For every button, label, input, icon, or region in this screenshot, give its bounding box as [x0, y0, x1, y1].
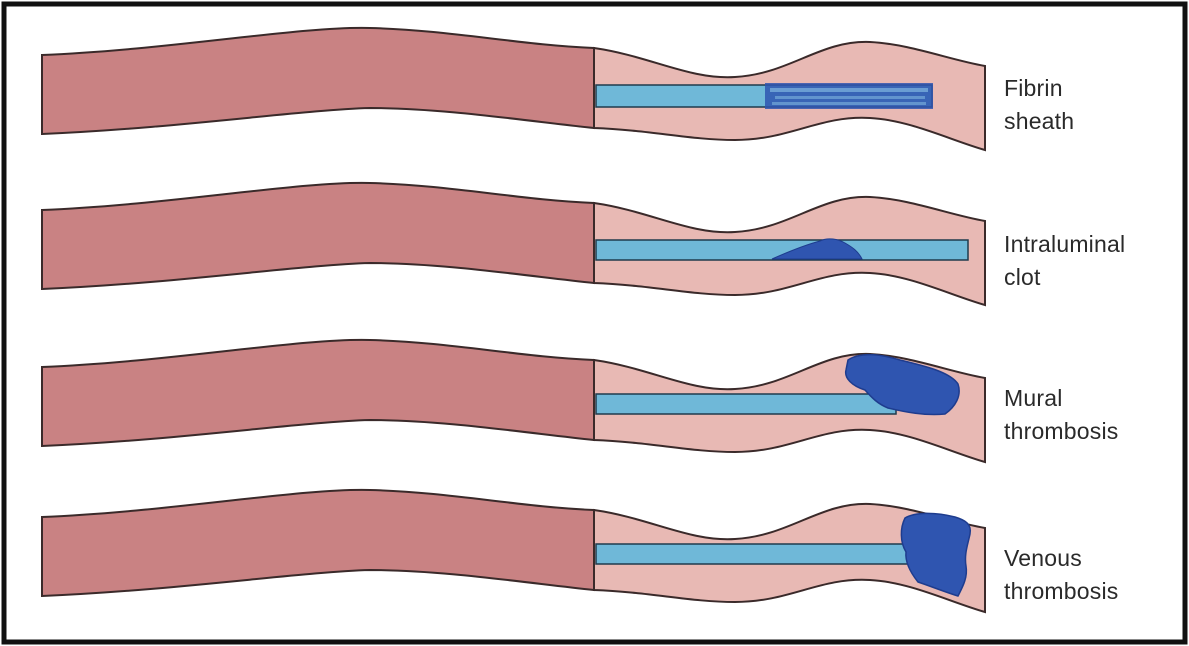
- label-line-2: clot: [1004, 261, 1125, 294]
- label-fibrin-sheath: Fibrin sheath: [1004, 72, 1074, 138]
- label-line-1: Mural: [1004, 382, 1118, 415]
- label-line-1: Fibrin: [1004, 72, 1074, 105]
- label-line-2: thrombosis: [1004, 415, 1118, 448]
- fibrin-sheath-clot: [765, 83, 933, 109]
- label-line-2: sheath: [1004, 105, 1074, 138]
- label-line-1: Intraluminal: [1004, 228, 1125, 261]
- label-line-1: Venous: [1004, 542, 1118, 575]
- label-intraluminal-clot: Intraluminal clot: [1004, 228, 1125, 294]
- catheter: [596, 394, 896, 414]
- label-mural-thrombosis: Mural thrombosis: [1004, 382, 1118, 448]
- label-line-2: thrombosis: [1004, 575, 1118, 608]
- label-venous-thrombosis: Venous thrombosis: [1004, 542, 1118, 608]
- catheter: [596, 544, 916, 564]
